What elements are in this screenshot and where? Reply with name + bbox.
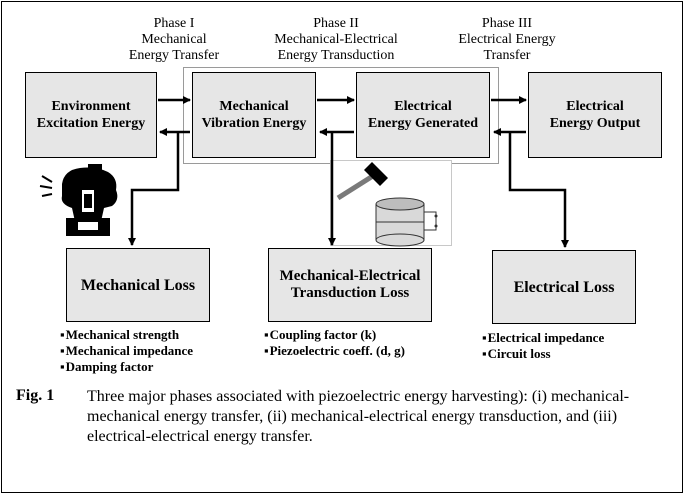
- mechanical-loss-box: Mechanical Loss: [66, 248, 210, 322]
- environment-excitation-box: Environment Excitation Energy: [25, 72, 157, 158]
- arrow-to-electrical-loss: [508, 132, 569, 248]
- arrow-to-mechanical-loss: [128, 132, 180, 246]
- piezo-cylinder-icon: [375, 197, 438, 247]
- list-item: Coupling factor (k): [264, 327, 405, 343]
- list-item: Mechanical strength: [60, 327, 193, 343]
- electrical-generated-box: Electrical Energy Generated: [356, 72, 490, 158]
- phase-3-label: Phase III Electrical Energy Transfer: [458, 16, 556, 63]
- list-item: Mechanical impedance: [60, 343, 193, 359]
- hammer-icon: [336, 162, 388, 201]
- electrical-loss-box: Electrical Loss: [492, 250, 636, 324]
- list-item: Electrical impedance: [482, 330, 605, 346]
- wind-vibration-source-icon: [39, 164, 118, 236]
- list-item: Circuit loss: [482, 346, 604, 362]
- electrical-output-box: Electrical Energy Output: [528, 72, 662, 158]
- electrical-loss-factors: Electrical impedance Circuit loss: [482, 330, 605, 362]
- figure-caption: Three major phases associated with piezo…: [87, 388, 630, 445]
- list-item: Piezoelectric coeff. (d, g): [264, 343, 405, 359]
- figure-label: Fig. 1: [16, 387, 55, 404]
- transduction-loss-box: Mechanical-Electrical Transduction Loss: [268, 248, 432, 322]
- list-item: Damping factor: [60, 359, 193, 375]
- transduction-loss-factors: Coupling factor (k) Piezoelectric coeff.…: [264, 327, 405, 359]
- phase-2-label: Phase II Mechanical-Electrical Energy Tr…: [274, 16, 398, 63]
- phase-1-label: Phase I Mechanical Energy Transfer: [128, 16, 220, 63]
- mechanical-vibration-box: Mechanical Vibration Energy: [192, 72, 316, 158]
- mechanical-loss-factors: Mechanical strength Mechanical impedance…: [60, 327, 193, 375]
